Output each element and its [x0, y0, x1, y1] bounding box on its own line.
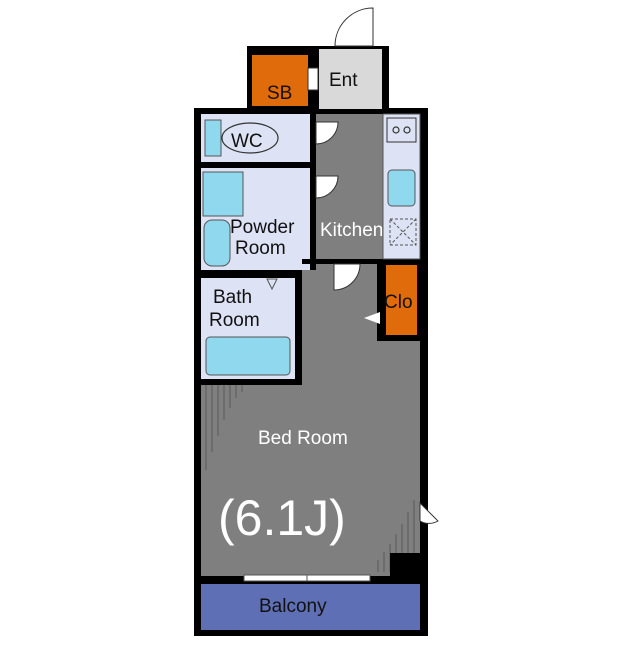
entrance-door-icon — [334, 7, 374, 47]
entrance-floor — [318, 49, 382, 109]
bed-room-floor-lower — [201, 383, 420, 576]
kitchen-label: Kitchen — [320, 220, 383, 241]
balcony-label: Balcony — [259, 596, 327, 617]
shoe-box — [252, 55, 308, 106]
fridge-space-icon — [389, 218, 417, 246]
washbasin-icon — [203, 219, 231, 267]
bath-room-label: Bath — [213, 287, 252, 308]
stove-burner-icon — [392, 126, 400, 134]
balcony — [201, 584, 420, 630]
interior-wall — [201, 379, 302, 385]
shoe-box-door-icon — [307, 67, 319, 91]
bed-room-label: Bed Room — [258, 428, 348, 449]
wc-door-icon — [315, 121, 339, 145]
interior-wall — [201, 270, 302, 278]
closet-door-marker — [364, 312, 380, 324]
entrance-label: Ent — [329, 70, 358, 91]
closet-label: Clo — [384, 292, 413, 313]
kitchen-sink-icon — [387, 169, 416, 207]
interior-wall — [310, 114, 316, 270]
bathtub-icon — [205, 336, 291, 376]
washing-machine-icon — [202, 171, 244, 217]
shoe-box-label: SB — [267, 83, 292, 104]
stove-icon — [386, 117, 417, 143]
fridge-space-icon — [389, 218, 417, 246]
bath-door-marker — [266, 278, 278, 291]
bed-room-floor-right — [380, 340, 420, 383]
wc-label: WC — [231, 131, 263, 152]
bed-room-size-label: (6.1J) — [218, 490, 346, 546]
balcony-side-door-icon — [419, 501, 439, 524]
interior-wall — [201, 162, 314, 168]
powder-room-label: Room — [235, 238, 286, 259]
toilet-tank-icon — [204, 119, 222, 157]
powder-door-icon — [315, 175, 339, 199]
interior-wall — [295, 270, 302, 383]
powder-room-label: Powder — [230, 217, 295, 238]
fridge-space-icon — [389, 218, 417, 246]
stove-burner-icon — [403, 126, 411, 134]
bed-room-door-icon — [333, 263, 361, 291]
bath-room-label: Room — [209, 310, 260, 331]
interior-wall — [302, 259, 420, 264]
interior-wall — [247, 106, 317, 114]
pipe-shaft — [390, 553, 420, 579]
closet — [386, 265, 417, 335]
toilet-bowl-icon — [221, 122, 279, 154]
